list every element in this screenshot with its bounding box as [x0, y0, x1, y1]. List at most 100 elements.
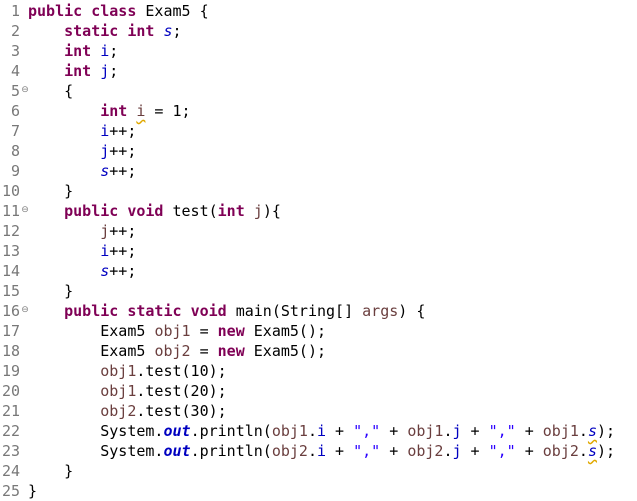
code-line[interactable]: 11⊖ public void test(int j){: [0, 201, 637, 221]
code-text: Exam5 obj2 = new Exam5();: [28, 341, 326, 361]
code-text: }: [28, 481, 37, 501]
code-text: }: [28, 461, 73, 481]
code-token: obj1: [154, 322, 191, 340]
code-token: {: [28, 82, 74, 100]
code-line[interactable]: 19 obj1.test(10);: [0, 361, 637, 381]
line-number: 11: [1, 202, 20, 220]
code-text: i++;: [28, 121, 136, 141]
code-token: [28, 262, 100, 280]
line-number: 1: [10, 2, 20, 20]
code-line[interactable]: 3 int i;: [0, 41, 637, 61]
code-token: args: [362, 302, 399, 320]
code-token: +: [326, 422, 354, 440]
code-text: j++;: [28, 221, 136, 241]
line-number: 7: [10, 122, 20, 140]
code-token: Exam5();: [244, 322, 327, 340]
line-number: 21: [1, 402, 20, 420]
code-token: +: [326, 442, 354, 460]
code-token: j: [253, 202, 263, 220]
code-line[interactable]: 25}: [0, 481, 637, 501]
code-token: s: [100, 162, 110, 180]
code-token: .test(10);: [136, 362, 227, 380]
code-line[interactable]: 20 obj1.test(20);: [0, 381, 637, 401]
code-token: j: [100, 62, 110, 80]
code-token: ",": [353, 442, 381, 460]
code-token: void: [127, 202, 164, 220]
code-token: }: [28, 182, 74, 200]
code-token: int: [217, 202, 245, 220]
code-line[interactable]: 9 s++;: [0, 161, 637, 181]
code-token: .: [578, 422, 588, 440]
code-line[interactable]: 2 static int s;: [0, 21, 637, 41]
line-number: 25: [1, 482, 20, 500]
code-text: System.out.println(obj1.i + "," + obj1.j…: [28, 421, 615, 441]
code-line[interactable]: 12 j++;: [0, 221, 637, 241]
code-line[interactable]: 6 int i = 1;: [0, 101, 637, 121]
code-token: ",": [353, 422, 381, 440]
code-token: obj2: [100, 402, 137, 420]
code-token: Exam5 {: [136, 2, 209, 20]
code-line[interactable]: 22 System.out.println(obj1.i + "," + obj…: [0, 421, 637, 441]
code-token: obj2: [154, 342, 191, 360]
code-line[interactable]: 10 }: [0, 181, 637, 201]
code-token: .: [307, 442, 317, 460]
code-line[interactable]: 7 i++;: [0, 121, 637, 141]
code-token: [28, 122, 100, 140]
code-token: ++;: [109, 242, 137, 260]
code-token: i: [100, 242, 110, 260]
code-token: =: [190, 322, 218, 340]
code-text: }: [28, 181, 73, 201]
code-line[interactable]: 13 i++;: [0, 241, 637, 261]
code-text: {: [28, 81, 73, 101]
code-line[interactable]: 16⊖ public static void main(String[] arg…: [0, 301, 637, 321]
code-token: i: [317, 442, 327, 460]
code-text: static int s;: [28, 21, 181, 41]
code-token: obj1: [271, 422, 308, 440]
code-token: s: [587, 442, 597, 460]
code-token: }: [28, 482, 38, 500]
code-token: [28, 162, 100, 180]
collapse-fold-icon[interactable]: ⊖: [21, 305, 29, 315]
code-line[interactable]: 21 obj2.test(30);: [0, 401, 637, 421]
code-token: [28, 222, 100, 240]
collapse-fold-icon[interactable]: ⊖: [21, 205, 29, 215]
code-line[interactable]: 15 }: [0, 281, 637, 301]
code-token: );: [596, 442, 616, 460]
code-token: .println(: [190, 422, 272, 440]
code-line[interactable]: 23 System.out.println(obj2.i + "," + obj…: [0, 441, 637, 461]
code-token: ;: [109, 62, 119, 80]
code-token: Exam5();: [244, 342, 327, 360]
code-token: [28, 102, 100, 120]
code-line[interactable]: 18 Exam5 obj2 = new Exam5();: [0, 341, 637, 361]
code-line[interactable]: 14 s++;: [0, 261, 637, 281]
code-text: }: [28, 281, 73, 301]
code-token: s: [587, 422, 597, 440]
code-line[interactable]: 5⊖ {: [0, 81, 637, 101]
code-line[interactable]: 4 int j;: [0, 61, 637, 81]
line-number: 8: [10, 142, 20, 160]
code-token: [28, 302, 64, 320]
code-line[interactable]: 17 Exam5 obj1 = new Exam5();: [0, 321, 637, 341]
code-text: s++;: [28, 261, 136, 281]
code-line[interactable]: 8 j++;: [0, 141, 637, 161]
code-token: =: [190, 342, 218, 360]
collapse-fold-icon[interactable]: ⊖: [21, 85, 29, 95]
code-token: +: [461, 442, 489, 460]
line-number: 3: [10, 42, 20, 60]
code-line[interactable]: 24 }: [0, 461, 637, 481]
code-token: ++;: [109, 142, 137, 160]
code-token: [118, 302, 127, 320]
code-token: +: [380, 422, 408, 440]
code-token: ){: [262, 202, 281, 220]
code-text: int j;: [28, 61, 118, 81]
line-number: 6: [10, 102, 20, 120]
code-token: [28, 62, 64, 80]
code-token: }: [28, 462, 74, 480]
code-token: System.: [28, 422, 164, 440]
code-token: main(String[]: [226, 302, 363, 320]
code-token: test(: [163, 202, 218, 220]
code-token: ",": [488, 422, 516, 440]
code-token: obj1: [407, 422, 444, 440]
